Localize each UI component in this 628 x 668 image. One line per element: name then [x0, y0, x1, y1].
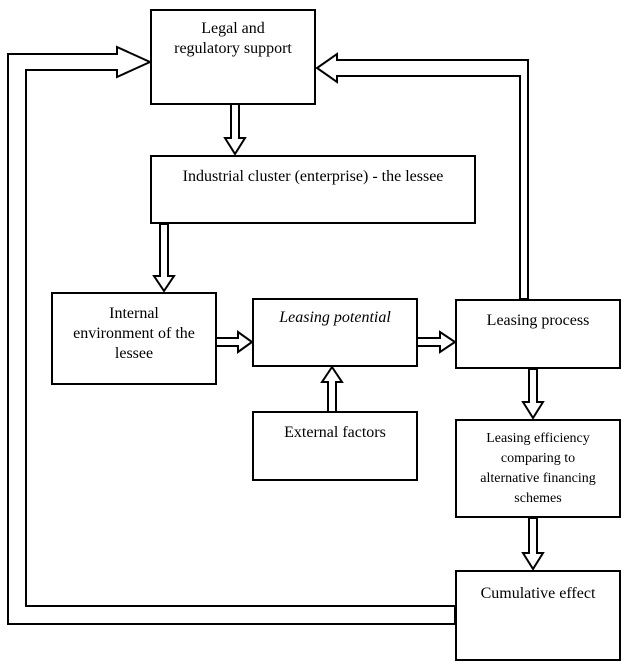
node-external: External factors	[252, 411, 418, 481]
edge-cumulative-to-legal	[7, 45, 456, 625]
edge-internal-to-potential	[215, 330, 254, 354]
node-cumulative-label: Cumulative effect	[480, 585, 596, 602]
edge-efficiency-to-cumulative	[521, 517, 545, 571]
edge-cluster-to-internal	[152, 223, 176, 293]
edge-process-to-efficiency	[521, 368, 545, 420]
edge-process-to-legal	[315, 52, 529, 300]
edge-legal-to-cluster	[223, 103, 247, 156]
node-internal-label: Internal environment of the lessee	[73, 305, 195, 362]
node-potential-label: Leasing potential	[279, 309, 391, 326]
node-process-label: Leasing process	[486, 312, 590, 329]
node-cluster: Industrial cluster (enterprise) - the le…	[150, 155, 476, 224]
node-efficiency-label: Leasing efficiency comparing to alternat…	[480, 431, 596, 506]
node-cumulative: Cumulative effect	[455, 570, 621, 661]
node-legal-label: Legal and regulatory support	[174, 20, 292, 57]
node-legal: Legal and regulatory support	[150, 9, 316, 105]
node-internal: Internal environment of the lessee	[51, 292, 217, 385]
node-efficiency: Leasing efficiency comparing to alternat…	[455, 419, 621, 518]
node-potential: Leasing potential	[252, 298, 418, 367]
node-process: Leasing process	[455, 299, 621, 369]
node-cluster-label: Industrial cluster (enterprise) - the le…	[182, 168, 444, 185]
edge-external-to-potential	[320, 365, 344, 413]
node-external-label: External factors	[284, 424, 386, 441]
edge-potential-to-process	[416, 330, 457, 354]
